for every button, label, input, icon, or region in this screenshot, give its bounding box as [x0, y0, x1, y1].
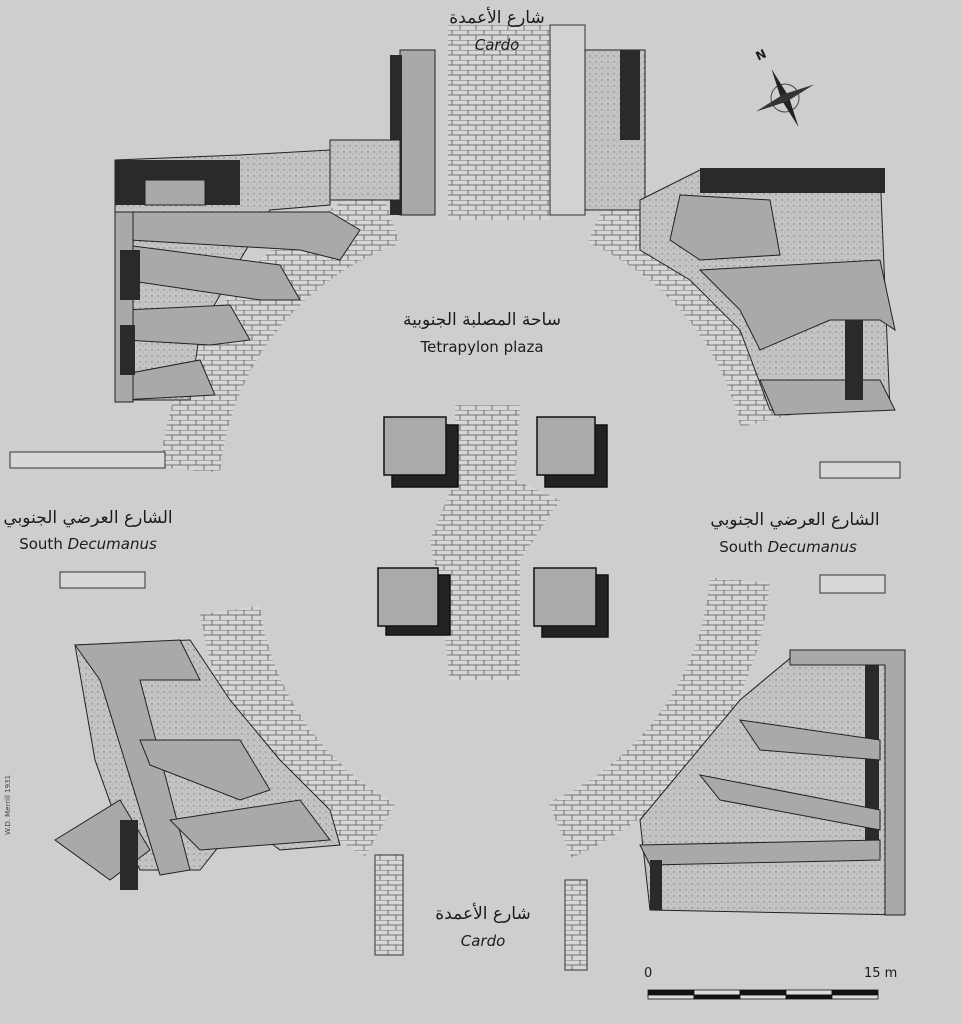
decumanus-right-arabic: الشارع العرضي الجنوبي — [710, 510, 880, 530]
pedestal-sw — [377, 567, 451, 636]
scale-start-label: 0 — [644, 966, 653, 981]
decumanus-left-arabic: الشارع العرضي الجنوبي — [3, 508, 173, 528]
decumanus-right-english: South Decumanus — [719, 538, 857, 556]
compass-rose-icon — [755, 68, 815, 128]
tetrapylon-pedestals — [377, 416, 609, 638]
building-southwest — [54, 571, 404, 956]
cardo-top-paving — [448, 25, 550, 220]
cardo-top-arabic: شارع الأعمدة — [449, 8, 545, 28]
cardo-top-english: Cardo — [474, 36, 520, 54]
cardo-bottom-arabic: شارع الأعمدة — [435, 904, 531, 924]
plaza-english: Tetrapylon plaza — [420, 338, 544, 356]
pedestal-ne — [536, 416, 608, 488]
tetrapylon-paving — [430, 405, 560, 680]
pedestal-se — [533, 567, 609, 638]
scale-bar — [647, 989, 879, 1000]
scale-end-label: 15 m — [864, 966, 898, 981]
building-southeast — [564, 574, 906, 971]
credit-text: W.D. Merrill 1931 — [4, 774, 12, 835]
cardo-bottom-english: Cardo — [460, 932, 506, 950]
pedestal-nw — [383, 416, 459, 488]
building-northwest — [9, 49, 436, 469]
plaza-arabic: ساحة المصلبة الجنوبية — [403, 310, 561, 330]
decumanus-left-english: South Decumanus — [19, 535, 157, 553]
building-northeast — [584, 49, 901, 479]
